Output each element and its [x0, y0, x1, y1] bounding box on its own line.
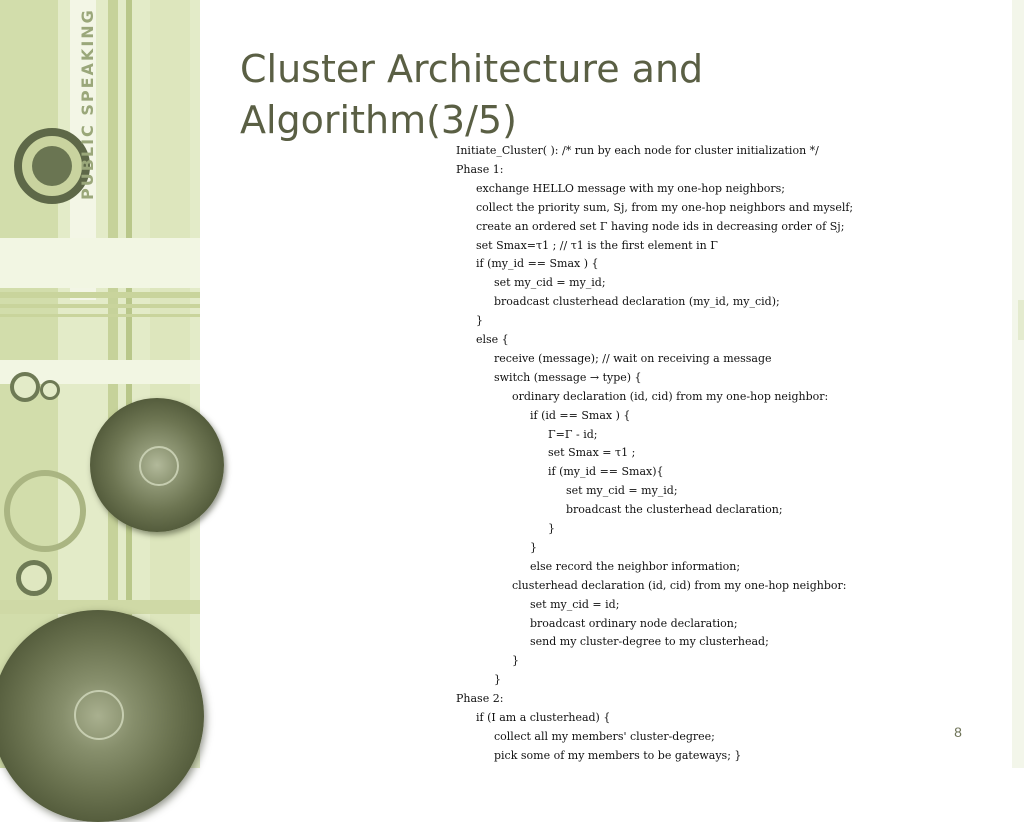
decorative-side-strip: PUBLIC SPEAKING	[0, 0, 200, 768]
decor-ring-small	[40, 380, 60, 400]
decor-vertical-text: PUBLIC SPEAKING	[78, 8, 97, 200]
algorithm-line: if (I am a clusterhead) {	[476, 711, 611, 724]
algorithm-line: }	[494, 673, 501, 687]
algorithm-line: Phase 2:	[456, 692, 504, 706]
decor-record-label	[139, 446, 179, 486]
algorithm-line: send my cluster-degree to my clusterhead…	[530, 635, 769, 649]
algorithm-line: }	[476, 314, 483, 328]
decor-record-label	[74, 690, 124, 740]
decor-band	[108, 0, 118, 768]
algorithm-line: collect all my members' cluster-degree;	[494, 729, 715, 743]
algorithm-line: else record the neighbor information;	[530, 559, 741, 573]
slide-title-line: Cluster Architecture and	[240, 47, 704, 91]
algorithm-line: Phase 1:	[456, 162, 504, 176]
decor-band	[0, 292, 200, 298]
algorithm-line: receive (message); // wait on receiving …	[494, 351, 772, 365]
decor-band	[0, 238, 200, 288]
algorithm-line: create an ordered set Γ having node ids …	[476, 219, 845, 233]
decorative-right-edge	[1012, 0, 1024, 768]
algorithm-line: }	[530, 540, 537, 554]
algorithm-line: if (my_id == Smax){	[548, 465, 664, 479]
algorithm-line: if (my_id == Smax ) {	[476, 257, 599, 271]
algorithm-line: }	[548, 522, 555, 535]
decor-band	[0, 304, 200, 308]
algorithm-line: switch (message → type) {	[494, 370, 642, 384]
algorithm-line: broadcast ordinary node declaration;	[530, 616, 738, 630]
decor-band	[0, 314, 200, 317]
algorithm-line: set Smax=τ1 ; // τ1 is the first element…	[476, 238, 718, 252]
decor-band	[1018, 300, 1024, 340]
algorithm-line: }	[512, 654, 519, 668]
algorithm-line: collect the priority sum, Sj, from my on…	[476, 200, 854, 214]
algorithm-line: Γ=Γ - id;	[548, 427, 598, 441]
algorithm-line: clusterhead declaration (id, cid) from m…	[512, 578, 847, 592]
slide-title-line: Algorithm(3/5)	[240, 98, 517, 142]
decor-band	[0, 600, 200, 614]
decor-band	[126, 0, 132, 768]
algorithm-line: set my_cid = id;	[530, 597, 620, 611]
slide-title: Cluster Architecture and Algorithm(3/5)	[240, 44, 760, 146]
algorithm-line: exchange HELLO message with my one-hop n…	[476, 181, 785, 195]
algorithm-line: set my_cid = my_id;	[566, 484, 678, 498]
decor-ring	[4, 470, 86, 552]
algorithm-line: set Smax = τ1 ;	[548, 446, 636, 460]
algorithm-line: if (id == Smax ) {	[530, 408, 631, 422]
decor-disc-center	[32, 146, 72, 186]
decor-ring-small	[16, 560, 52, 596]
algorithm-line: set my_cid = my_id;	[494, 276, 606, 290]
algorithm-line: broadcast the clusterhead declaration;	[566, 503, 783, 517]
algorithm-line: broadcast clusterhead declaration (my_id…	[494, 295, 780, 309]
algorithm-line: ordinary declaration (id, cid) from my o…	[512, 389, 829, 403]
algorithm-line: Initiate_Cluster( ): /* run by each node…	[456, 144, 819, 157]
decor-ring-small	[10, 372, 40, 402]
algorithm-line: pick some of my members to be gateways; …	[494, 748, 742, 762]
page-number: 8	[954, 724, 962, 740]
algorithm-line: else {	[476, 333, 509, 346]
